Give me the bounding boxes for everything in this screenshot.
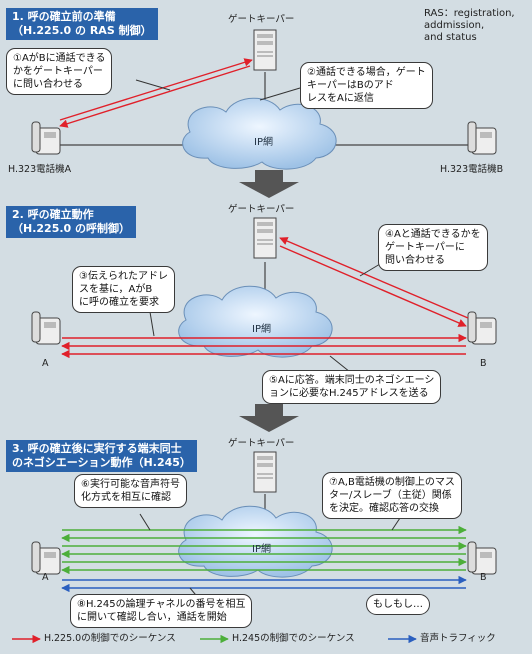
callout-5-line2: ョンに必要なH.245アドレスを送る <box>269 388 429 399</box>
section-3-subtitle: のネゴシエーション動作（H.245） <box>12 456 191 469</box>
section-1-title: 1. 呼の確立前の準備 <box>12 10 116 23</box>
section-1-subtitle: （H.225.0 の RAS 制御） <box>12 24 152 37</box>
callout-3: ③伝えられたアドレ スを基に，AがB に呼の確立を要求 <box>72 266 175 313</box>
section-2-title: 2. 呼の確立動作 <box>12 208 94 221</box>
phone-b-3 <box>467 541 497 575</box>
callout-8-line2: に開いて確認し合い，通話を開始 <box>77 612 227 623</box>
legend-voice-text: 音声トラフィック <box>420 633 496 644</box>
callout-1-line1: ①AがBに通話できる <box>13 53 106 64</box>
phone-a-label-3: A <box>42 572 49 583</box>
step-arrow-2 <box>239 404 299 432</box>
phone-b-label-3: B <box>480 572 487 583</box>
section-1-network <box>31 29 497 170</box>
callout-7-line1: ⑦A,B電話機の制御上のマス <box>329 477 455 488</box>
callout-2-line2: キーパーはBのアド <box>307 80 394 91</box>
section-2-subtitle: （H.225.0 の呼制御） <box>12 222 131 235</box>
callout-4-line3: 問い合わせる <box>385 255 445 266</box>
callout-1-line3: に問い合わせる <box>13 79 83 90</box>
callout-6-line2: 化方式を相互に確認 <box>81 492 171 503</box>
gatekeeper-server-2 <box>253 217 277 259</box>
phone-a-3 <box>31 541 61 575</box>
phone-b-1 <box>467 121 497 155</box>
ras-note-line3: and status <box>424 32 477 43</box>
phone-a-label-1: H.323電話機A <box>8 164 72 175</box>
callout-3-line2: スを基に，AがB <box>79 284 153 295</box>
callout-3-line3: に呼の確立を要求 <box>79 297 159 308</box>
section-2-header: 2. 呼の確立動作 （H.225.0 の呼制御） <box>6 206 137 238</box>
callout-8-line1: ⑧H.245の論理チャネルの番号を相互 <box>77 599 246 610</box>
callout-4: ④Aと通話できるかを ゲートキーパーに 問い合わせる <box>378 224 488 271</box>
ras-note-line1: RAS：registration, <box>424 8 515 19</box>
ras-note-line2: addmission, <box>424 20 485 31</box>
ip-network-label-1: IP網 <box>254 137 273 148</box>
callout-1: ①AがBに通話できる かをゲートキーパー に問い合わせる <box>6 48 113 95</box>
phone-b-2 <box>467 311 497 345</box>
callout-7-line3: を決定。確認応答の交換 <box>329 503 439 514</box>
ip-network-label-3: IP網 <box>252 544 271 555</box>
gatekeeper-label-2: ゲートキーパー <box>228 204 295 215</box>
callout-8: ⑧H.245の論理チャネルの番号を相互 に開いて確認し合い，通話を開始 <box>70 594 253 628</box>
callout-7: ⑦A,B電話機の制御上のマス ター/スレーブ（主従）関係 を決定。確認応答の交換 <box>322 472 462 519</box>
speech-bubble-text: もしもし… <box>373 599 423 610</box>
callout-6: ⑥実行可能な音声符号 化方式を相互に確認 <box>74 474 187 508</box>
ip-cloud-1 <box>182 97 337 170</box>
callout-6-line1: ⑥実行可能な音声符号 <box>81 479 180 490</box>
ip-cloud-3 <box>178 505 333 578</box>
callout-2-line1: ②通話できる場合，ゲート <box>307 67 426 78</box>
section-3-header: 3. 呼の確立後に実行する端末同士 のネゴシエーション動作（H.245） <box>6 440 197 472</box>
callout-7-line2: ター/スレーブ（主従）関係 <box>329 490 452 501</box>
callout-4-line1: ④Aと通話できるかを <box>385 229 481 240</box>
callout-4-line2: ゲートキーパーに <box>385 242 465 253</box>
callout-3-line1: ③伝えられたアドレ <box>79 271 168 282</box>
callout-5-line1: ⑤Aに応答。端末同士のネゴシエーシ <box>269 375 435 386</box>
ras-reply-arrow <box>59 65 251 128</box>
ras-request-arrow <box>59 58 253 121</box>
phone-b-label-1: H.323電話機B <box>440 164 504 175</box>
gatekeeper-label-1: ゲートキーパー <box>228 14 295 25</box>
section-3-title: 3. 呼の確立後に実行する端末同士 <box>12 442 182 455</box>
gatekeeper-label-3: ゲートキーパー <box>228 438 295 449</box>
b-to-gk-arrow <box>279 237 469 319</box>
gk-to-b-arrow <box>279 245 467 327</box>
gatekeeper-server-3 <box>253 451 277 493</box>
gatekeeper-server-1 <box>253 29 277 71</box>
section-2-network <box>31 217 497 373</box>
step-arrow-1 <box>239 170 299 198</box>
phone-b-label-2: B <box>480 358 487 369</box>
section-3-network <box>31 451 497 601</box>
ip-network-label-2: IP網 <box>252 324 271 335</box>
phone-a-label-2: A <box>42 358 49 369</box>
phone-a-2 <box>31 311 61 345</box>
legend-h245-text: H.245の制御でのシーケンス <box>232 633 355 644</box>
callout-1-line2: かをゲートキーパー <box>13 66 103 77</box>
ras-note: RAS：registration, addmission, and status <box>424 8 515 44</box>
ip-cloud-2 <box>178 285 333 358</box>
speech-bubble: もしもし… <box>366 594 430 615</box>
callout-5: ⑤Aに応答。端末同士のネゴシエーシ ョンに必要なH.245アドレスを送る <box>262 370 442 404</box>
callout-2: ②通話できる場合，ゲート キーパーはBのアド レスをAに返信 <box>300 62 433 109</box>
section-1-header: 1. 呼の確立前の準備 （H.225.0 の RAS 制御） <box>6 8 158 40</box>
callout-2-line3: レスをAに返信 <box>307 93 374 104</box>
phone-a-1 <box>31 121 61 155</box>
legend-h225-text: H.225.0の制御でのシーケンス <box>44 633 176 644</box>
